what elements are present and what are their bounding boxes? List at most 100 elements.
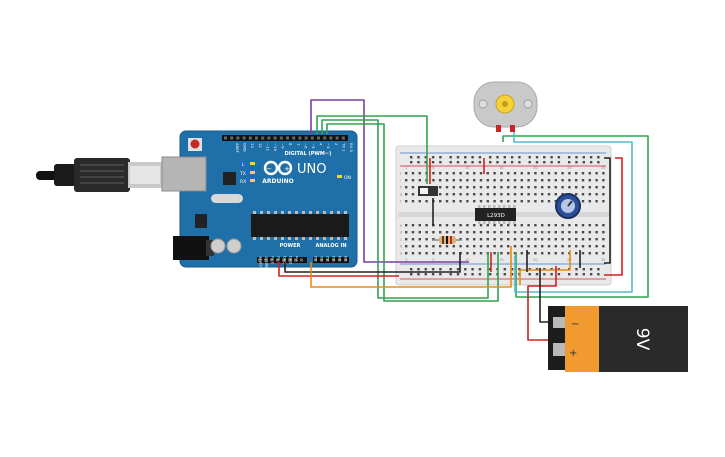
chip-legs [253,211,347,240]
breadboard-row-letter: c [400,238,402,242]
analog-pin-label: A3 [332,256,336,261]
power-jack [173,236,209,260]
wire-purple-top [310,99,469,263]
digital-pin-label: ~11 [265,143,270,152]
wires [278,99,649,341]
breadboard-row-letter: j [399,172,401,176]
board-model: UNO [297,162,326,177]
breadboard-row-letter: a [400,252,402,256]
slide-switch[interactable] [418,186,438,196]
atmega-chip [251,214,349,237]
digital-pin-label: AREF [235,143,240,153]
digital-pin-label: TX 1 [341,142,346,152]
wire-red-motor [604,157,623,276]
battery-plus: + [569,348,577,359]
led-tx [250,171,255,174]
potentiometer[interactable] [555,193,581,219]
reset-button[interactable] [188,138,202,151]
digital-pin-label: ~10 [273,143,278,152]
digital-pin-label: 8 [288,143,293,146]
led-l-label: L [242,162,245,168]
wire-orange-2 [519,250,571,285]
power-pin-label: Vin [295,256,299,262]
digital-pin-label: 4 [319,143,324,146]
digital-pin-label: ~3 [326,143,331,149]
svg-text:+: + [284,165,290,173]
digital-pin-label: ~5 [311,143,316,149]
breadboard-column-number: 20 [533,166,537,170]
battery-minus: − [571,319,579,330]
breadboard-column-number: 25 [567,166,571,170]
capacitor-2 [226,238,242,254]
on-led-label: ON [344,175,351,181]
breadboard-column-number: 30 [601,166,605,170]
digital-header [222,135,348,141]
analog-pin-label: A4 [338,255,342,260]
resistor [432,236,462,244]
wire-green-2 [321,119,489,299]
breadboard-row-letter: f [400,200,402,204]
wire-black-motor [604,157,611,264]
breadboard-row-letter: e [400,224,402,228]
breadboard-column-number: 1 [405,166,407,170]
battery-9v[interactable]: − + 9V [548,306,688,372]
analog-pin-label: A5 [344,256,348,261]
breadboard-column-number: 20 [533,258,537,262]
wire-red-battery [527,266,557,341]
breadboard-row-letter: d [400,231,402,235]
digital-pin-label: 13 [250,143,255,148]
wire-cyan [513,132,633,293]
digital-label: DIGITAL (PWM~) [285,151,332,157]
arduino-uno-board[interactable]: − + ARDUINO UNO DIGITAL (PWM~) ON L TX R… [161,130,358,268]
svg-text:−: − [266,165,272,173]
ic-label: L293D [487,213,505,219]
analog-label: ANALOG IN [315,243,346,249]
breadboard-row-letter: h [400,186,402,190]
power-label: POWER [280,243,301,249]
power-pin-label: 3.3V [271,255,275,264]
analog-pin-label: A2 [326,256,330,261]
digital-pin-label: ~6 [303,143,308,149]
breadboard-column-number: 5 [432,258,434,262]
usb-port [161,156,207,192]
voltage-regulator [195,214,207,228]
power-pin-label: GND [289,256,293,264]
breadboard-column-number: 10 [465,258,469,262]
dc-motor[interactable] [473,81,538,132]
wire-red-5v [278,262,399,277]
analog-pin-label: A0 [314,255,318,260]
breadboard-row-letter: g [400,193,402,197]
wire-green-power [502,135,649,298]
wire-black-gnd [284,252,461,273]
crystal [211,194,243,203]
breadboard-row-letter: b [400,245,403,249]
capacitor-1 [210,238,226,254]
led-rx [250,179,255,182]
led-rx-label: RX [240,179,246,185]
digital-pin-label: 12 [258,143,263,148]
digital-pin-label: RX 0 [349,143,354,152]
analog-pin-label: A1 [320,256,324,261]
breadboard-column-number: 15 [499,166,503,170]
battery-label: 9V [632,328,652,351]
power-pin-label: RESET [265,255,269,267]
breadboard-column-number: 30 [601,258,605,262]
digital-pin-label: GND [243,143,248,152]
breadboard-column-number: 15 [499,258,503,262]
led-tx-label: TX [239,171,246,177]
digital-pin-label: 7 [296,143,301,146]
analog-header [313,257,349,263]
digital-pin-label: 2 [334,143,339,146]
wire-green-1 [316,115,428,184]
l293d-ic[interactable]: L293D [475,205,516,224]
wire-orange-a0 [310,246,512,288]
on-led [337,175,342,178]
arduino-brand: ARDUINO [262,178,293,185]
breadboard-column-number: 1 [405,258,407,262]
power-pin-label: GND [283,256,287,264]
breadboard-row-letter: i [400,179,401,183]
